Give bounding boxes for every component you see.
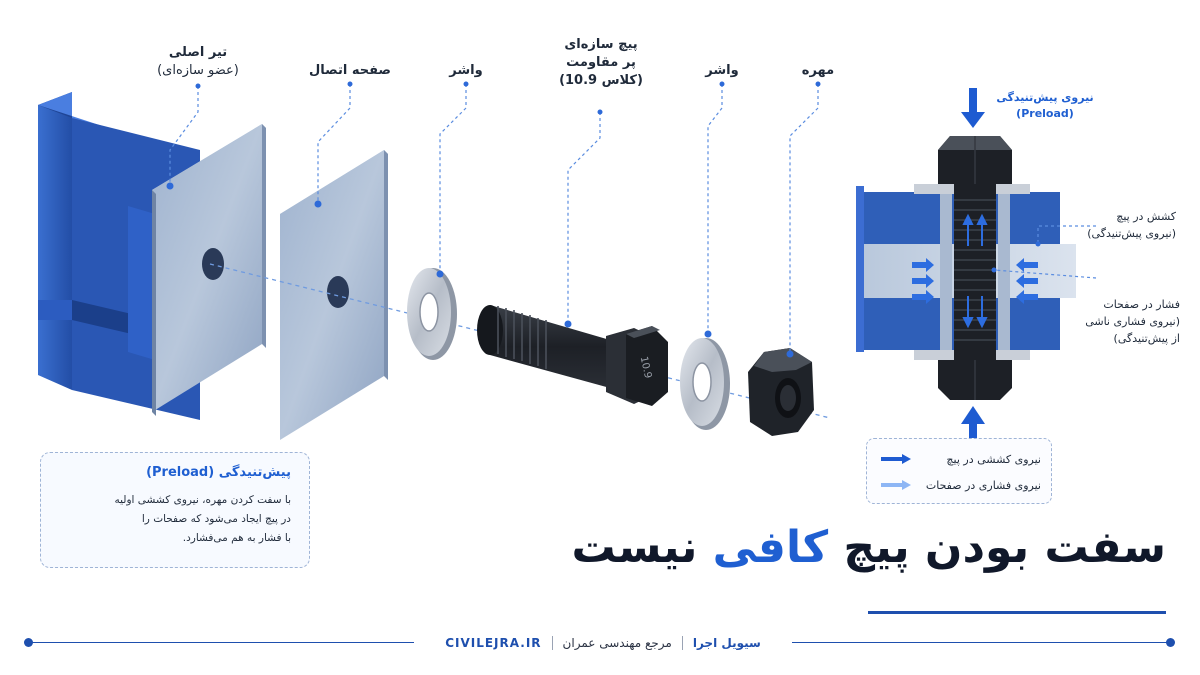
footer-separator <box>681 636 683 650</box>
info-box-title: پیش‌تنیدگی (Preload) <box>146 465 291 480</box>
legend-tension-text: نیروی کششی در پیچ <box>946 452 1041 466</box>
force-legend: نیروی کششی در پیچ نیروی فشاری در صفحات <box>866 438 1052 504</box>
legend-row-tension: نیروی کششی در پیچ <box>881 449 1041 469</box>
section-compression-label: فشار در صفحات (نیروی فشاری ناشی از پیش‌ت… <box>1085 298 1180 345</box>
footer-dot-left <box>24 638 33 647</box>
label-nut: مهره <box>801 63 835 78</box>
label-connection-plate: صفحه اتصال <box>308 63 391 78</box>
footer-line-right <box>792 642 1168 643</box>
footer-separator <box>551 636 553 650</box>
washer-1 <box>407 268 457 360</box>
section-view <box>856 88 1097 442</box>
label-main-beam: تیر اصلی (عضو سازه‌ای) <box>157 45 239 78</box>
structural-bolt: 10.9 <box>477 305 668 406</box>
footer-brand: سیویل اجرا <box>692 636 761 650</box>
footer: CIVILEJRA.IR مرجع مهندسی عمران سیویل اجر… <box>420 632 786 654</box>
info-box-body: با سفت کردن مهره، نیروی کششی اولیه در پی… <box>114 494 291 544</box>
footer-site-link[interactable]: CIVILEJRA.IR <box>445 636 542 650</box>
legend-row-compression: نیروی فشاری در صفحات <box>881 475 1041 495</box>
compression-arrow-icon <box>881 480 911 490</box>
label-washer-1: واشر <box>449 63 483 78</box>
preload-info-box: پیش‌تنیدگی (Preload) با سفت کردن مهره، ن… <box>40 452 310 568</box>
tension-arrow-icon <box>881 454 911 464</box>
footer-reference: مرجع مهندسی عمران <box>562 636 672 650</box>
headline: سفت بودن پیچ کافی نیست <box>571 522 1167 573</box>
bolt-grade-mark: 10.9 <box>638 355 653 379</box>
label-bolt: پیچ سازه‌ای پر مقاومت (کلاس 10.9) <box>559 37 643 88</box>
footer-line-left <box>30 642 414 643</box>
footer-dot-right <box>1166 638 1175 647</box>
leader-dots <box>166 81 821 358</box>
leader-lines <box>169 84 819 352</box>
headline-underline <box>868 611 1166 614</box>
legend-compression-text: نیروی فشاری در صفحات <box>925 478 1041 492</box>
washer-2 <box>680 338 730 430</box>
hex-nut <box>748 348 814 436</box>
section-tension-label: کشش در پیچ (نیروی پیش‌تنیدگی) <box>1087 210 1176 240</box>
section-preload-title: نیروی پیش‌تنیدگی (Preload) <box>996 91 1094 120</box>
beam-end-plate <box>152 124 266 416</box>
connection-plate <box>280 150 388 440</box>
label-washer-2: واشر <box>705 63 739 78</box>
